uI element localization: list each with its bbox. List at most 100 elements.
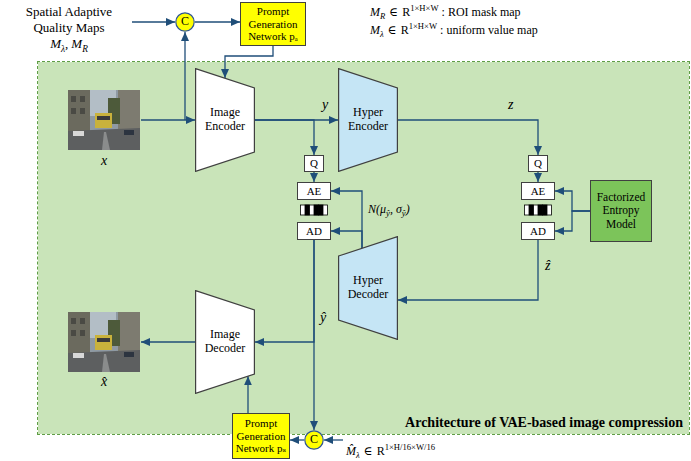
input-wire bbox=[132, 21, 175, 22]
connector bbox=[313, 240, 314, 430]
bitstream-bit bbox=[538, 205, 543, 215]
arithmetic-encoder-box: AE bbox=[297, 182, 331, 200]
image-label: x̂ bbox=[68, 374, 140, 391]
label-text: M bbox=[370, 5, 380, 19]
connector bbox=[290, 439, 304, 440]
input-wire bbox=[184, 32, 185, 120]
subscript: R bbox=[82, 44, 88, 54]
image-label: x bbox=[68, 153, 140, 170]
circle-shape bbox=[176, 13, 194, 31]
label-text: Spatial Adaptive Quality Maps bbox=[26, 4, 112, 35]
concat-circle: C bbox=[175, 12, 195, 32]
connector bbox=[555, 211, 590, 231]
math-label: Mλ,MR bbox=[14, 36, 124, 55]
connector bbox=[225, 46, 273, 78]
encoder-trapezoid: Image Encoder bbox=[195, 68, 255, 172]
node-label: Hyper Encoder bbox=[345, 106, 391, 134]
node-label: Image Decoder bbox=[202, 328, 248, 356]
circle-shape bbox=[305, 431, 323, 449]
connector bbox=[398, 120, 538, 155]
hyper-encoder-trapezoid: Hyper Encoder bbox=[338, 68, 398, 172]
connector bbox=[537, 172, 538, 182]
prompt-network-box: Prompt Generation Network pₐ bbox=[240, 2, 306, 46]
superscript: 1×H×W bbox=[410, 3, 438, 13]
label-text: ∈ bbox=[389, 5, 398, 19]
subscript: R bbox=[380, 11, 385, 21]
edge-label: z bbox=[508, 97, 513, 112]
distribution-label: N(μŷ, σŷ) bbox=[368, 202, 410, 219]
superscript: 1×H/16×W/16 bbox=[385, 442, 435, 452]
decoder-trapezoid: Image Decoder bbox=[195, 290, 255, 394]
edge-label: ŷ bbox=[320, 310, 326, 325]
trapezoid-shape bbox=[196, 69, 255, 172]
region-title: Architecture of VAE-based image compress… bbox=[405, 415, 683, 431]
label-text: x̂ bbox=[101, 374, 107, 389]
math-legend-line: MR∈R1×H×W: ROI mask map bbox=[370, 3, 521, 22]
connector bbox=[398, 240, 538, 300]
subscript: ŷ bbox=[386, 208, 390, 218]
edge-label: y bbox=[322, 97, 328, 112]
trapezoid-shape bbox=[339, 237, 398, 340]
superscript: 1×H×W bbox=[409, 21, 437, 31]
label-text: ∈ bbox=[388, 23, 397, 37]
input-wire bbox=[141, 119, 195, 120]
arithmetic-encoder-box: AE bbox=[521, 182, 555, 200]
bitstream-symbol bbox=[525, 205, 552, 215]
label-text: ) bbox=[406, 202, 410, 216]
input-wire bbox=[324, 439, 343, 440]
node-label: AE bbox=[307, 185, 322, 198]
node-label: Image Encoder bbox=[202, 106, 248, 134]
arithmetic-decoder-box: AD bbox=[297, 222, 331, 240]
connector bbox=[255, 240, 314, 342]
hyper-decoder-trapezoid: Hyper Decoder bbox=[338, 236, 398, 340]
label-text: , σ bbox=[390, 202, 402, 216]
subscript: λ bbox=[356, 450, 360, 460]
label-text: : uniform value map bbox=[440, 23, 538, 37]
node-label: Prompt Generation Network pₐ bbox=[243, 5, 303, 43]
node-label: C bbox=[181, 15, 189, 29]
input-title: Spatial Adaptive Quality Maps bbox=[14, 4, 124, 35]
label-text: M bbox=[50, 36, 61, 51]
trapezoid-shape bbox=[339, 69, 398, 172]
label-text: R bbox=[401, 23, 409, 37]
connector bbox=[555, 191, 590, 211]
concat-circle: C bbox=[304, 430, 324, 450]
node-label: Factorized Entropy Model bbox=[593, 191, 649, 231]
node-label: Hyper Decoder bbox=[345, 274, 391, 302]
subscript: λ bbox=[61, 44, 65, 54]
quantizer-box: Q bbox=[528, 155, 548, 172]
node-label: Q bbox=[310, 157, 318, 170]
node-label: AD bbox=[306, 225, 322, 238]
label-text: N(μ bbox=[368, 202, 386, 216]
bitstream-bit bbox=[543, 205, 548, 215]
trapezoid-shape bbox=[196, 291, 255, 394]
bitstream-bit bbox=[305, 205, 310, 215]
node-label: Prompt Generation Network pₛ bbox=[235, 417, 287, 455]
connector bbox=[331, 231, 362, 248]
node-label: C bbox=[310, 433, 318, 447]
bitstream-bit bbox=[314, 205, 319, 215]
math-legend-line: Mλ∈R1×H×W: uniform value map bbox=[370, 21, 538, 40]
label-text: : ROI mask map bbox=[442, 5, 521, 19]
quantizer-box: Q bbox=[304, 155, 324, 172]
label-text: M̂ bbox=[346, 444, 356, 458]
label-text: , bbox=[65, 36, 68, 51]
label-text: R bbox=[402, 5, 410, 19]
label-text: x bbox=[101, 153, 107, 168]
label-text: M bbox=[71, 36, 82, 51]
label-text: ∈ bbox=[364, 444, 373, 458]
arithmetic-decoder-box: AD bbox=[521, 222, 555, 240]
subscript: ŷ bbox=[402, 208, 406, 218]
connector bbox=[313, 172, 314, 182]
connector bbox=[255, 120, 314, 155]
connector bbox=[195, 21, 240, 22]
node-label: AD bbox=[530, 225, 546, 238]
connector bbox=[331, 191, 362, 248]
bitstream-bit bbox=[529, 205, 534, 215]
bitstream-bit bbox=[319, 205, 324, 215]
prompt-network-box: Prompt Generation Network pₛ bbox=[232, 413, 290, 459]
input-image bbox=[68, 90, 140, 150]
math-label: M̂λ∈R1×H/16×W/16 bbox=[346, 442, 435, 461]
